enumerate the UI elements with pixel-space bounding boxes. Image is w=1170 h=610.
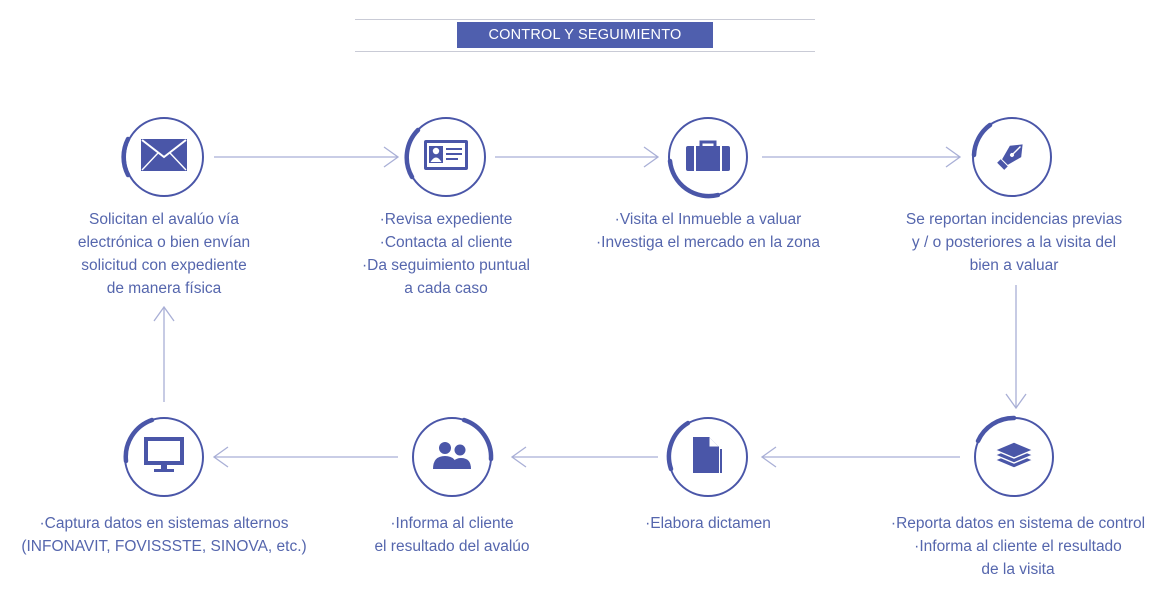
step-label-5: ·Reporta datos en sistema de control ·In…	[890, 515, 1146, 578]
layers-icon	[993, 438, 1035, 477]
step-node-1	[121, 115, 206, 199]
briefcase-icon	[686, 139, 730, 176]
arrow-2-3	[495, 146, 660, 168]
step-node-5	[972, 415, 1056, 499]
page-title: CONTROL Y SEGUIMIENTO	[457, 22, 713, 48]
step-label-2: ·Revisa expediente ·Contacta al cliente …	[361, 211, 531, 297]
pen-nib-icon	[995, 138, 1029, 177]
step-label-6: ·Elabora dictamen	[645, 515, 771, 532]
arrow-4-5	[1005, 285, 1027, 410]
step-label-3: ·Visita el Inmueble a valuar ·Investiga …	[595, 211, 821, 251]
step-node-3	[666, 115, 750, 199]
users-icon	[433, 441, 471, 474]
step-label-8: ·Captura datos en sistemas alternos (INF…	[21, 515, 307, 555]
step-label-7: ·Informa al cliente el resultado del ava…	[374, 515, 530, 555]
arrow-5-6	[760, 446, 960, 468]
step-node-8	[122, 415, 206, 499]
arrow-7-8	[212, 446, 398, 468]
title-rule-top	[355, 19, 815, 20]
step-node-4	[970, 115, 1054, 199]
arrow-6-7	[510, 446, 658, 468]
arrow-8-1	[153, 305, 175, 402]
step-label-1: Solicitan el avalúo vía electrónica o bi…	[77, 211, 251, 297]
step-node-7	[410, 415, 494, 499]
envelope-icon	[141, 138, 187, 176]
id-card-icon	[424, 139, 468, 175]
step-label-4: Se reportan incidencias previas y / o po…	[905, 211, 1123, 274]
step-node-6	[666, 415, 750, 499]
title-rule-bottom	[355, 51, 815, 52]
document-icon	[693, 436, 723, 478]
monitor-icon	[144, 436, 184, 478]
arrow-1-2	[214, 146, 400, 168]
arrow-3-4	[762, 146, 962, 168]
step-node-2	[404, 115, 488, 199]
